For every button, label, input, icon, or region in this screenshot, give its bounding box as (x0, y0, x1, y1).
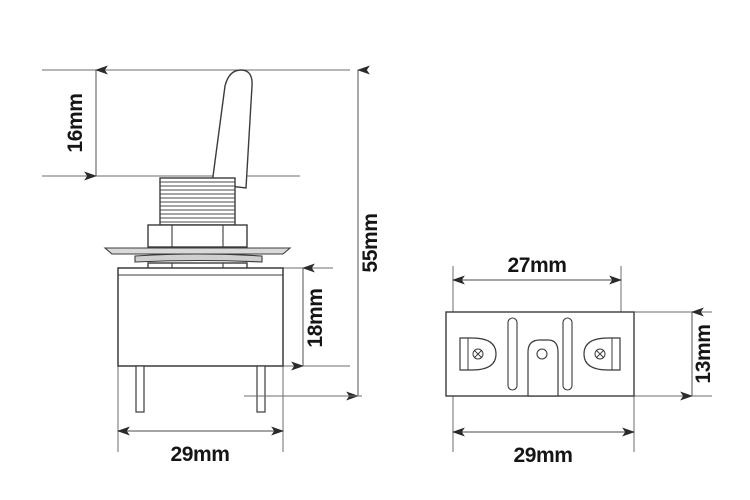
center-hole (536, 348, 548, 360)
slot-left (507, 317, 518, 391)
dim-label-27mm: 27mm (507, 254, 566, 277)
flat-washer (103, 247, 292, 255)
lock-washer-outline (134, 253, 263, 263)
toggle-lever-outline (211, 69, 253, 189)
terminal-pin-right (256, 365, 266, 413)
bottom-plan-view: 27mm 13mm 29mm (445, 254, 715, 467)
center-tab (527, 339, 559, 397)
dim-label-29mm-plan: 29mm (513, 444, 572, 467)
dimension-plan-depth: 13mm (680, 307, 715, 401)
terminal-pin-left (135, 365, 145, 413)
dim-label-18mm: 18mm (304, 288, 327, 347)
body-outline (117, 267, 284, 367)
terminal-screw-right (583, 337, 621, 371)
dim-label-13mm: 13mm (692, 324, 715, 383)
dim-label-29mm-side: 29mm (170, 443, 229, 466)
plan-view-extension-lines (452, 266, 712, 452)
toggle-lever (211, 69, 253, 189)
switch-body (117, 267, 284, 367)
dimension-overall-height: 55mm (244, 65, 382, 401)
dimension-body-height: 18mm (291, 263, 327, 371)
plan-slots (507, 317, 573, 391)
dimension-body-width: 29mm (116, 426, 285, 466)
dim-label-55mm: 55mm (359, 213, 382, 272)
flat-washer-outline (103, 247, 292, 255)
slot-right (562, 317, 573, 391)
screw-slot-right-b (596, 350, 604, 358)
hex-nut-upper (147, 224, 248, 248)
threaded-bushing (159, 177, 236, 226)
terminal-pins (135, 365, 266, 413)
dimension-lever-height: 16mm (64, 65, 108, 181)
dimension-mounting-span: 27mm (451, 254, 623, 285)
dimension-plan-width: 29mm (451, 427, 636, 467)
lock-washer (134, 253, 263, 263)
side-elevation-view: 16mm 55mm 18mm 29mm (42, 65, 382, 466)
upper-nut-outline (147, 224, 248, 248)
thread-hatch (160, 181, 235, 223)
center-tab-outline (527, 339, 559, 397)
dim-label-16mm: 16mm (64, 93, 87, 152)
terminal-screw-left (459, 337, 497, 371)
screw-slot-left-b (474, 350, 482, 358)
